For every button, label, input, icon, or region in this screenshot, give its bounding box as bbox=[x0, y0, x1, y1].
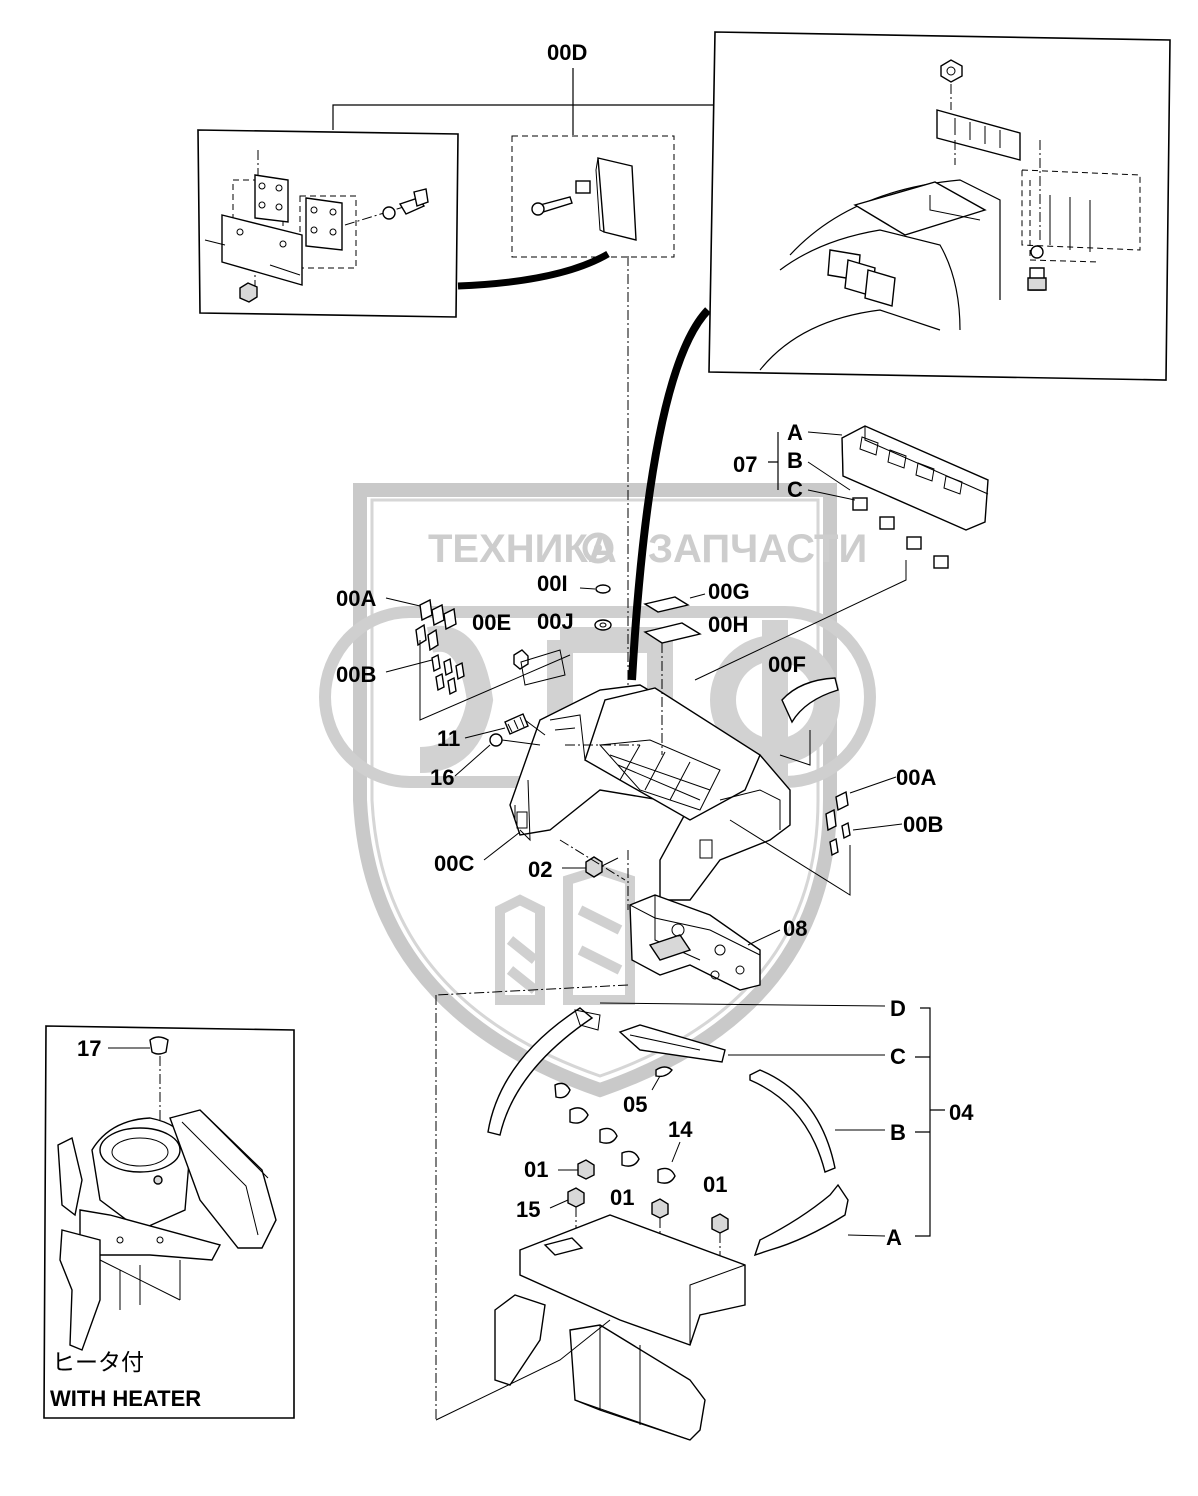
label-07-A: A bbox=[787, 420, 803, 445]
watermark-left-text: ТЕХНИКА bbox=[428, 527, 617, 571]
inset-bracket-plates bbox=[197, 129, 459, 318]
label-16: 16 bbox=[430, 765, 454, 790]
label-04-C: C bbox=[890, 1044, 906, 1069]
label-04: 04 bbox=[949, 1100, 974, 1125]
bracket-08: 08 bbox=[435, 894, 807, 1420]
label-17: 17 bbox=[77, 1036, 101, 1061]
inset-00d-clip: 00D bbox=[511, 40, 675, 690]
label-05: 05 bbox=[623, 1092, 647, 1117]
label-04-D: D bbox=[890, 996, 906, 1021]
nut-icon bbox=[239, 282, 258, 303]
covers-04: D C B A 04 05 14 bbox=[487, 996, 974, 1257]
bottom-frame: 01 15 01 01 bbox=[435, 1157, 746, 1441]
label-00J: 00J bbox=[537, 609, 574, 634]
watermark-right-text: ЗАПЧАСТИ bbox=[648, 527, 867, 571]
caption-with-heater: WITH HEATER bbox=[50, 1386, 201, 1411]
label-00E: 00E bbox=[472, 610, 511, 635]
label-00A-right: 00A bbox=[896, 765, 936, 790]
switch-panel-07: 07 A B C bbox=[694, 420, 989, 681]
label-00F: 00F bbox=[768, 652, 806, 677]
label-00H: 00H bbox=[708, 612, 748, 637]
label-00B-right: 00B bbox=[903, 812, 943, 837]
label-14: 14 bbox=[668, 1117, 693, 1142]
label-04-A: A bbox=[886, 1225, 902, 1250]
label-00G: 00G bbox=[708, 579, 750, 604]
label-07-C: C bbox=[787, 477, 803, 502]
gear-icon bbox=[582, 532, 614, 564]
label-01-b: 01 bbox=[610, 1185, 634, 1210]
label-15: 15 bbox=[516, 1197, 540, 1222]
inset-top-right-console bbox=[708, 31, 1171, 381]
label-04-B: B bbox=[890, 1120, 906, 1145]
label-07-B: B bbox=[787, 448, 803, 473]
label-07: 07 bbox=[733, 452, 757, 477]
label-00A-left: 00A bbox=[336, 586, 376, 611]
console-body bbox=[509, 684, 791, 901]
label-01-a: 01 bbox=[524, 1157, 548, 1182]
label-00C: 00C bbox=[434, 851, 474, 876]
clip-icon bbox=[651, 1066, 673, 1091]
label-01-c: 01 bbox=[703, 1172, 727, 1197]
console-parts: 00I 00G 00J 00H 00E 00A 00B 00F 11 16 bbox=[336, 571, 943, 910]
caption-japanese: ヒータ付 bbox=[52, 1349, 144, 1375]
label-00B-left: 00B bbox=[336, 662, 376, 687]
inset-with-heater: 17 ヒータ付 WITH HEATER bbox=[43, 1025, 295, 1419]
label-08: 08 bbox=[783, 916, 807, 941]
label-02: 02 bbox=[528, 857, 552, 882]
label-00I: 00I bbox=[537, 571, 568, 596]
label-11: 11 bbox=[437, 726, 460, 751]
label-00D: 00D bbox=[547, 40, 587, 65]
bolt-icon bbox=[585, 856, 619, 878]
nut-icon bbox=[940, 59, 963, 83]
